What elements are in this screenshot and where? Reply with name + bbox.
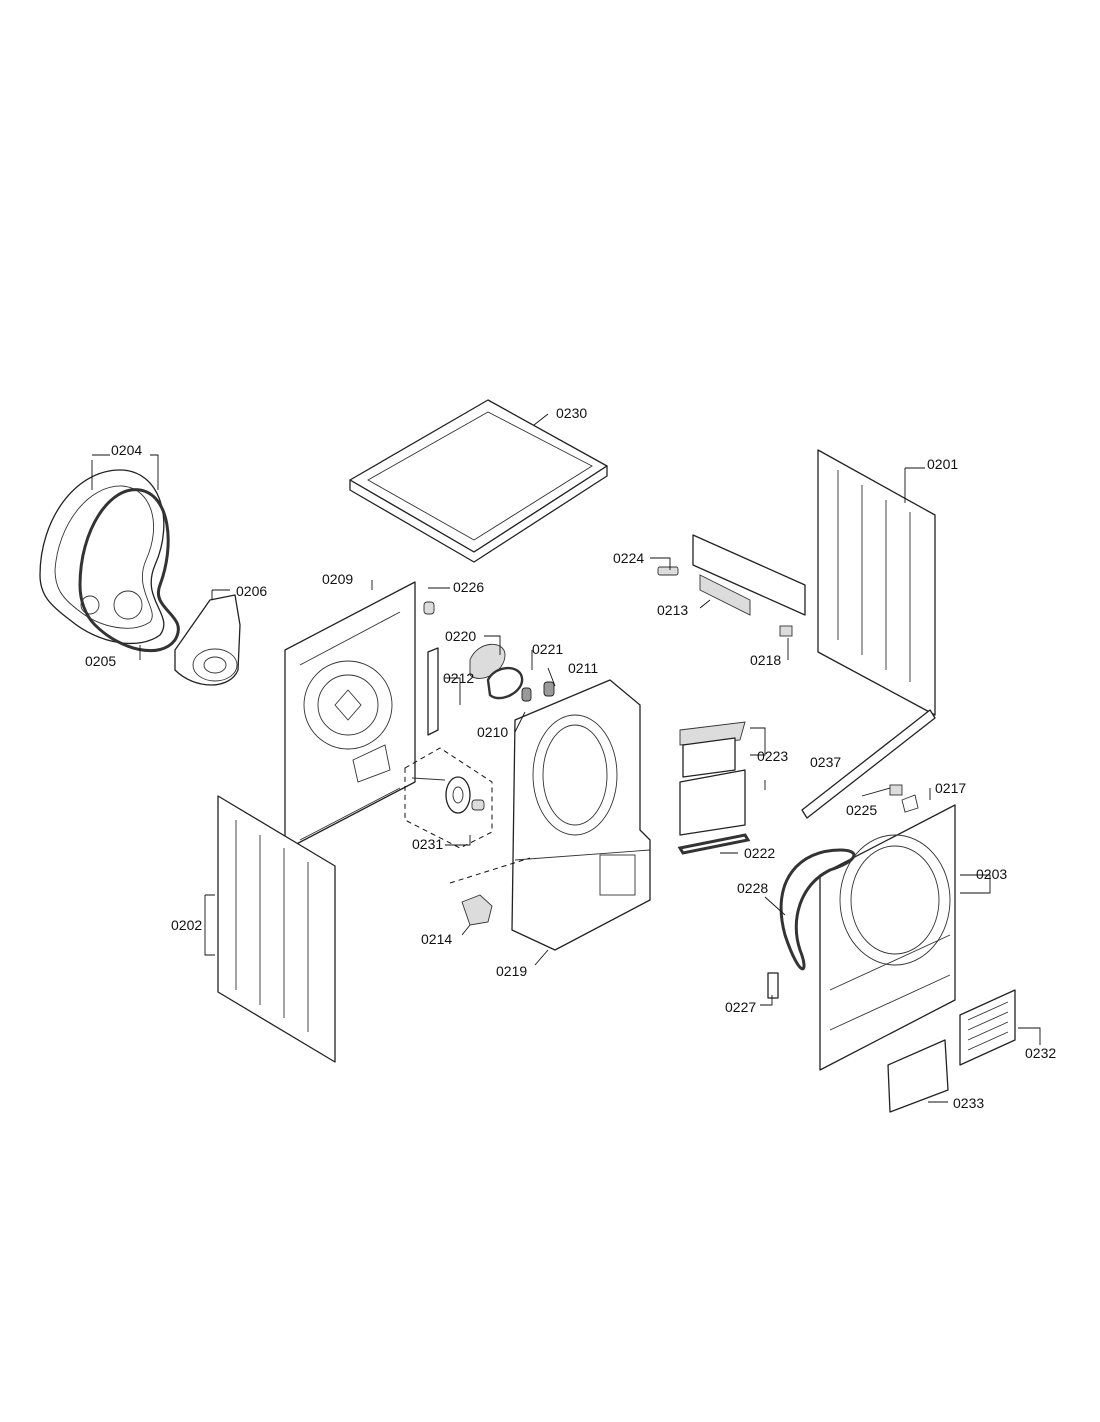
part-clip	[423, 601, 435, 615]
part-grille	[959, 989, 1016, 1066]
part-drum-support	[511, 679, 651, 951]
callout-0237: 0237	[810, 754, 841, 770]
callout-0233: 0233	[953, 1095, 984, 1111]
part-switch	[657, 566, 679, 576]
part-door-gasket	[779, 848, 856, 971]
callout-0226: 0226	[453, 579, 484, 595]
callout-0217: 0217	[935, 780, 966, 796]
part-filter-seal	[677, 833, 751, 855]
callout-0232: 0232	[1025, 1045, 1056, 1061]
part-motor-bracket	[461, 894, 493, 926]
part-fluff-filter	[679, 721, 746, 836]
part-rear-panel	[284, 581, 416, 851]
callout-0210: 0210	[477, 724, 508, 740]
callout-0227: 0227	[725, 999, 756, 1015]
part-latch	[889, 784, 903, 796]
part-top-cover	[349, 399, 608, 563]
callout-0224: 0224	[613, 550, 644, 566]
part-side-panel-right	[817, 449, 936, 716]
part-front-panel	[819, 804, 956, 1071]
callout-0204: 0204	[111, 442, 142, 458]
callout-0209: 0209	[322, 571, 353, 587]
part-gasket	[486, 666, 524, 700]
part-hinge	[767, 972, 779, 999]
callout-0220: 0220	[445, 628, 476, 644]
callout-0205: 0205	[85, 653, 116, 669]
callout-0222: 0222	[744, 845, 775, 861]
part-door-frame	[39, 469, 165, 645]
part-bracket	[427, 647, 439, 736]
part-top-rail	[801, 709, 936, 819]
callout-0206: 0206	[236, 583, 267, 599]
callout-0201: 0201	[927, 456, 958, 472]
part-kickplate	[887, 1039, 949, 1113]
callout-0213: 0213	[657, 602, 688, 618]
callout-0212: 0212	[443, 670, 474, 686]
callout-0231: 0231	[412, 836, 443, 852]
callout-0223: 0223	[757, 748, 788, 764]
callout-0202: 0202	[171, 917, 202, 933]
callout-0211: 0211	[568, 660, 598, 676]
part-small-bracket	[779, 625, 793, 637]
callout-0218: 0218	[750, 652, 781, 668]
part-thermostat	[521, 687, 532, 702]
part-door-seal	[78, 488, 180, 653]
leader-lines	[91, 413, 1041, 1103]
part-roller-kit	[404, 747, 493, 849]
callout-0214: 0214	[421, 931, 452, 947]
part-fan-housing	[174, 594, 241, 686]
part-control-bracket	[692, 534, 806, 616]
part-lock	[901, 794, 919, 813]
part-side-panel-left	[217, 795, 336, 1063]
callout-0228: 0228	[737, 880, 768, 896]
callout-0225: 0225	[846, 802, 877, 818]
callout-0219: 0219	[496, 963, 527, 979]
callout-0230: 0230	[556, 405, 587, 421]
callout-0203: 0203	[976, 866, 1007, 882]
part-sensor	[543, 681, 555, 697]
callout-0221: 0221	[532, 641, 563, 657]
